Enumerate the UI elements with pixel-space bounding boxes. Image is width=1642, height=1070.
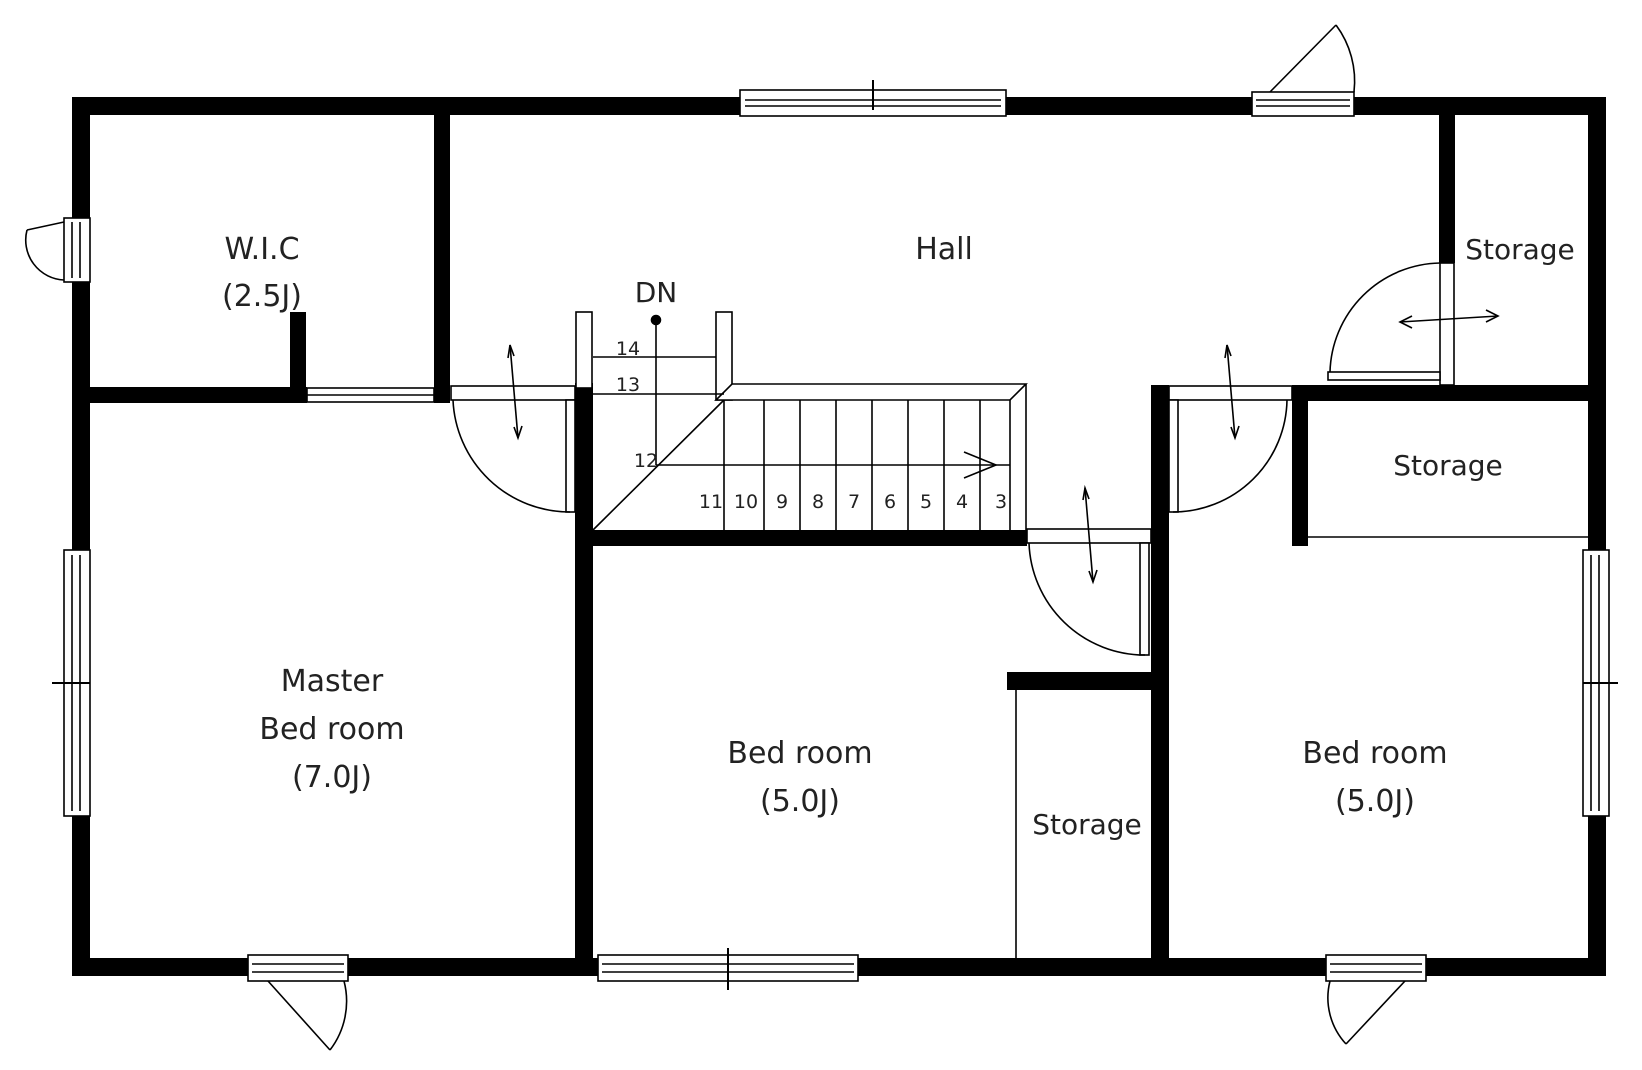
stair-top-rail (714, 383, 1028, 401)
wall-storage-mid-top (1007, 672, 1151, 690)
stair-step-6: 6 (884, 491, 896, 513)
wall-right (1588, 97, 1606, 976)
windows (52, 80, 1618, 990)
door-master (450, 344, 576, 513)
bed-right-size: (5.0J) (1335, 784, 1415, 819)
stair-treads (763, 400, 981, 530)
stair-step-3: 3 (995, 491, 1007, 513)
bed-center-size: (5.0J) (760, 784, 840, 819)
wall-wic-stub (290, 312, 306, 403)
stair-labels: DN 14 13 12 11 10 9 8 7 6 5 4 3 (616, 276, 1007, 513)
stair-arrow-head (963, 451, 999, 479)
opening-wic-sliding (306, 387, 435, 403)
door-storage-top (1327, 262, 1500, 386)
swing-bottom-master (267, 980, 348, 1051)
stair-rail-left (575, 311, 593, 389)
storage-right-name: Storage (1393, 449, 1503, 482)
wall-master-right (575, 383, 593, 958)
stair-step-8: 8 (812, 491, 824, 513)
master-line2: Bed room (259, 712, 404, 747)
staircase (575, 311, 1028, 531)
doors (450, 262, 1500, 656)
stair-step-11: 11 (699, 491, 723, 513)
wall-storage-top-bottom (1292, 385, 1588, 401)
partition-lines (1015, 536, 1588, 958)
wall-wic-bottom (90, 387, 307, 403)
wall-bath-vert (1151, 385, 1169, 958)
wall-storage-right-left (1292, 401, 1308, 546)
swing-left-window (24, 221, 65, 281)
window-bottom-master (247, 954, 349, 982)
window-right-bed (1582, 549, 1618, 817)
stair-step-12: 12 (634, 450, 658, 472)
room-labels: W.I.C (2.5J) Hall Storage Storage Master… (222, 232, 1575, 841)
hall-name: Hall (915, 232, 973, 267)
bed-right-name: Bed room (1302, 736, 1447, 771)
window-bottom-center (597, 948, 859, 990)
stair-start-dot (650, 314, 662, 326)
wall-stair-bottom (593, 530, 1027, 546)
storage-top-name: Storage (1465, 233, 1575, 266)
window-bottom-right (1325, 954, 1427, 982)
swing-top-window (1269, 24, 1356, 93)
bed-center-name: Bed room (727, 736, 872, 771)
master-size: (7.0J) (292, 760, 372, 795)
master-line1: Master (281, 664, 384, 699)
window-swings (24, 24, 1406, 1051)
wic-size: (2.5J) (222, 279, 302, 314)
stair-dn-label: DN (635, 276, 678, 309)
wall-storage-top-left (1439, 115, 1455, 263)
window-left-master (52, 549, 91, 817)
stair-step-9: 9 (776, 491, 788, 513)
window-left-wic (63, 217, 91, 283)
wic-name: W.I.C (224, 232, 299, 267)
door-bed-center (1026, 484, 1152, 656)
storage-mid-name: Storage (1032, 808, 1142, 841)
stair-step-7: 7 (848, 491, 860, 513)
stair-step-4: 4 (956, 491, 968, 513)
interior-walls (90, 115, 1588, 958)
window-top-hall (739, 80, 1007, 117)
window-top-small (1251, 91, 1355, 117)
stair-step-5: 5 (920, 491, 932, 513)
wall-wic-right (434, 115, 450, 403)
stair-step-14: 14 (616, 338, 640, 360)
stair-step-13: 13 (616, 374, 640, 396)
swing-bottom-right (1327, 980, 1406, 1045)
door-bed-right (1168, 344, 1293, 513)
stair-step-10: 10 (734, 491, 758, 513)
